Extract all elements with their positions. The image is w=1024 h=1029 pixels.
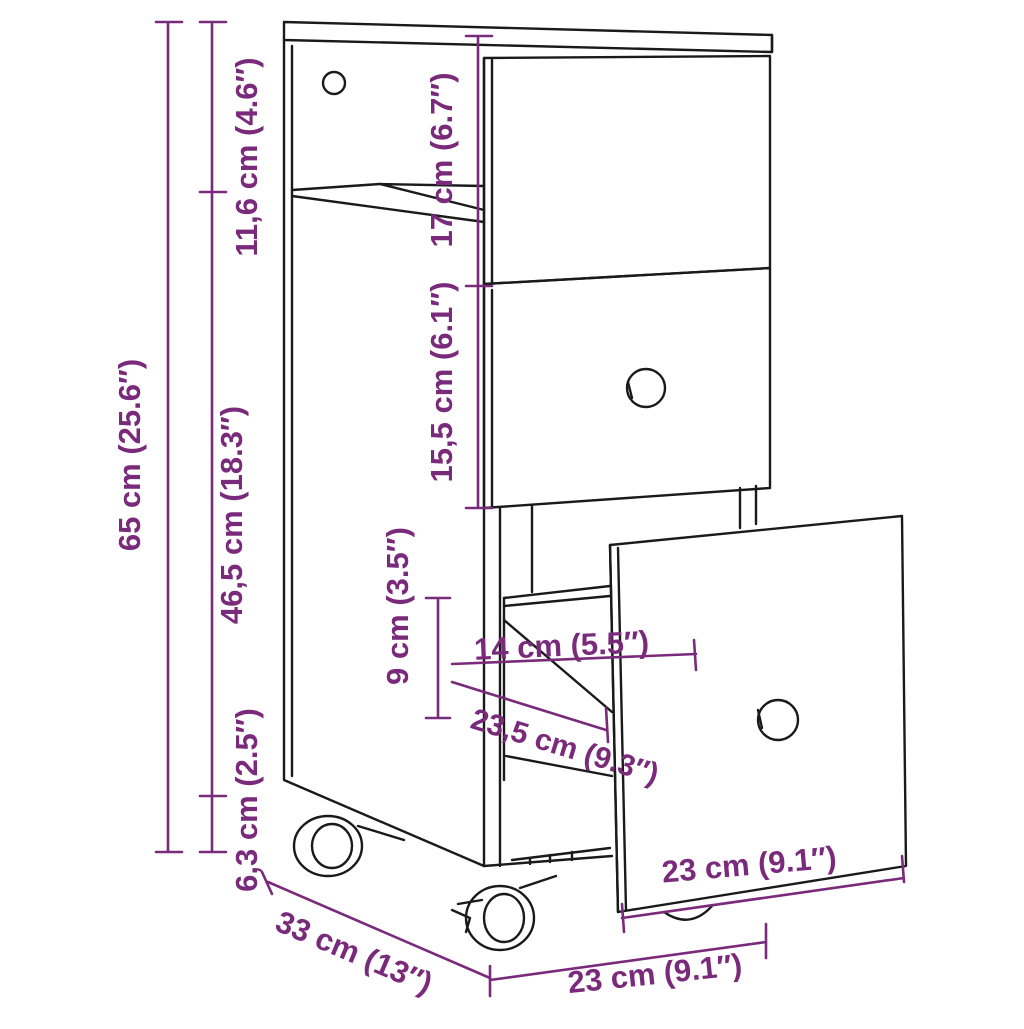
caster-wheels — [292, 814, 558, 952]
open-drawer-knob — [756, 698, 800, 742]
middle-drawer-knob — [625, 367, 667, 409]
middle-drawer — [482, 266, 772, 510]
width-label: 23 cm (9.1″) — [566, 947, 744, 1000]
inner-drawer-height-label: 9 cm (3.5″) — [380, 527, 415, 685]
open-drawer-box — [502, 584, 614, 866]
inner-drawer-width-label: 14 cm (5.5″) — [473, 624, 649, 667]
cabinet-illustration — [282, 20, 908, 952]
top-drawer-height-label: 17 cm (6.7″) — [424, 72, 459, 247]
top-board — [282, 20, 774, 54]
wheel-height-label: 6,3 cm (2.5″) — [229, 708, 264, 892]
total-height-label: 65 cm (25.6″) — [112, 359, 147, 551]
shelf-opening — [290, 182, 486, 224]
open-drawer-front — [608, 514, 908, 921]
top-drawer — [482, 54, 772, 286]
top-shelf-height-label: 11,6 cm (4.6″) — [229, 57, 264, 256]
body-height-label: 46,5 cm (18.3″) — [214, 406, 249, 624]
lower-frame — [482, 484, 758, 868]
middle-drawer-height-label: 15,5 cm (6.1″) — [424, 282, 459, 483]
dimension-lines — [154, 20, 906, 998]
dimension-labels: 65 cm (25.6″) 46,5 cm (18.3″) 11,6 cm (4… — [112, 57, 838, 1001]
